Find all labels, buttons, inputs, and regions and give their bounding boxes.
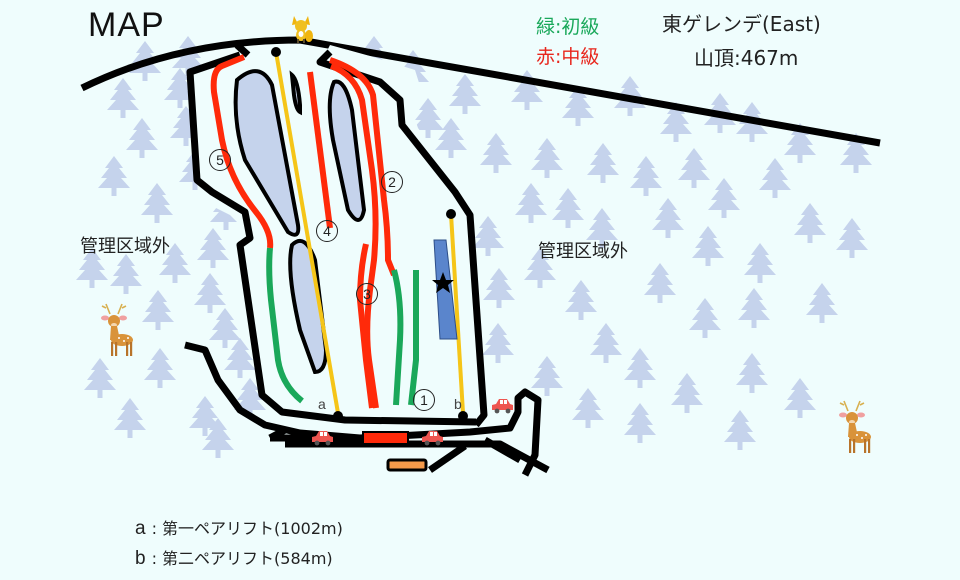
summit-elevation: 山頂:467m xyxy=(694,46,799,70)
course-2-red-outer xyxy=(329,57,397,277)
lift-a-description: : 第一ペアリフト(1002m) xyxy=(151,519,343,538)
tree-island-4 xyxy=(288,239,329,375)
lift-b-letter: b xyxy=(454,396,462,412)
tree-island-1 xyxy=(233,69,301,237)
lift-legend-a: a : 第一ペアリフト(1002m) xyxy=(135,515,343,540)
tree-island-3 xyxy=(327,79,367,222)
car-icon xyxy=(492,399,513,414)
course-5-red xyxy=(210,54,274,249)
lift-b-description: : 第二ペアリフト(584m) xyxy=(151,549,333,568)
lift-a[interactable] xyxy=(271,47,343,421)
course-3-green xyxy=(391,269,404,406)
course-3-label[interactable]: 3 xyxy=(356,283,378,305)
page-title: MAP xyxy=(88,6,165,44)
course-2-label[interactable]: 2 xyxy=(381,171,403,193)
course-5-label[interactable]: 5 xyxy=(209,149,231,171)
course-1-green xyxy=(408,270,419,406)
lift-a-letter: a xyxy=(318,396,326,412)
legend-beginner: 緑:初級 xyxy=(536,16,600,38)
base-building-orange xyxy=(386,458,428,472)
deer-icon xyxy=(100,303,134,357)
lift-legend-b: b : 第二ペアリフト(584m) xyxy=(135,545,333,570)
course-4-red xyxy=(307,71,333,229)
course-2-red-inner xyxy=(329,63,379,409)
lift-a-key: a xyxy=(135,518,146,539)
base-lodge-red xyxy=(362,431,409,445)
lift-b[interactable] xyxy=(446,209,468,421)
out-of-bounds-label-right: 管理区域外 xyxy=(538,241,628,262)
out-of-bounds-label-left: 管理区域外 xyxy=(80,236,170,257)
area-name: 東ゲレンデ(East) xyxy=(662,12,821,36)
ridge-line xyxy=(80,36,881,147)
course-4-label[interactable]: 4 xyxy=(316,220,338,242)
lift-b-key: b xyxy=(135,548,146,569)
star-icon xyxy=(432,272,454,293)
tree-island-2 xyxy=(289,70,302,116)
course-1-label[interactable]: 1 xyxy=(413,389,435,411)
deer-icon xyxy=(838,400,872,454)
fox-icon xyxy=(292,16,313,43)
course-5-green xyxy=(266,247,304,404)
legend-intermediate: 赤:中級 xyxy=(536,46,600,68)
